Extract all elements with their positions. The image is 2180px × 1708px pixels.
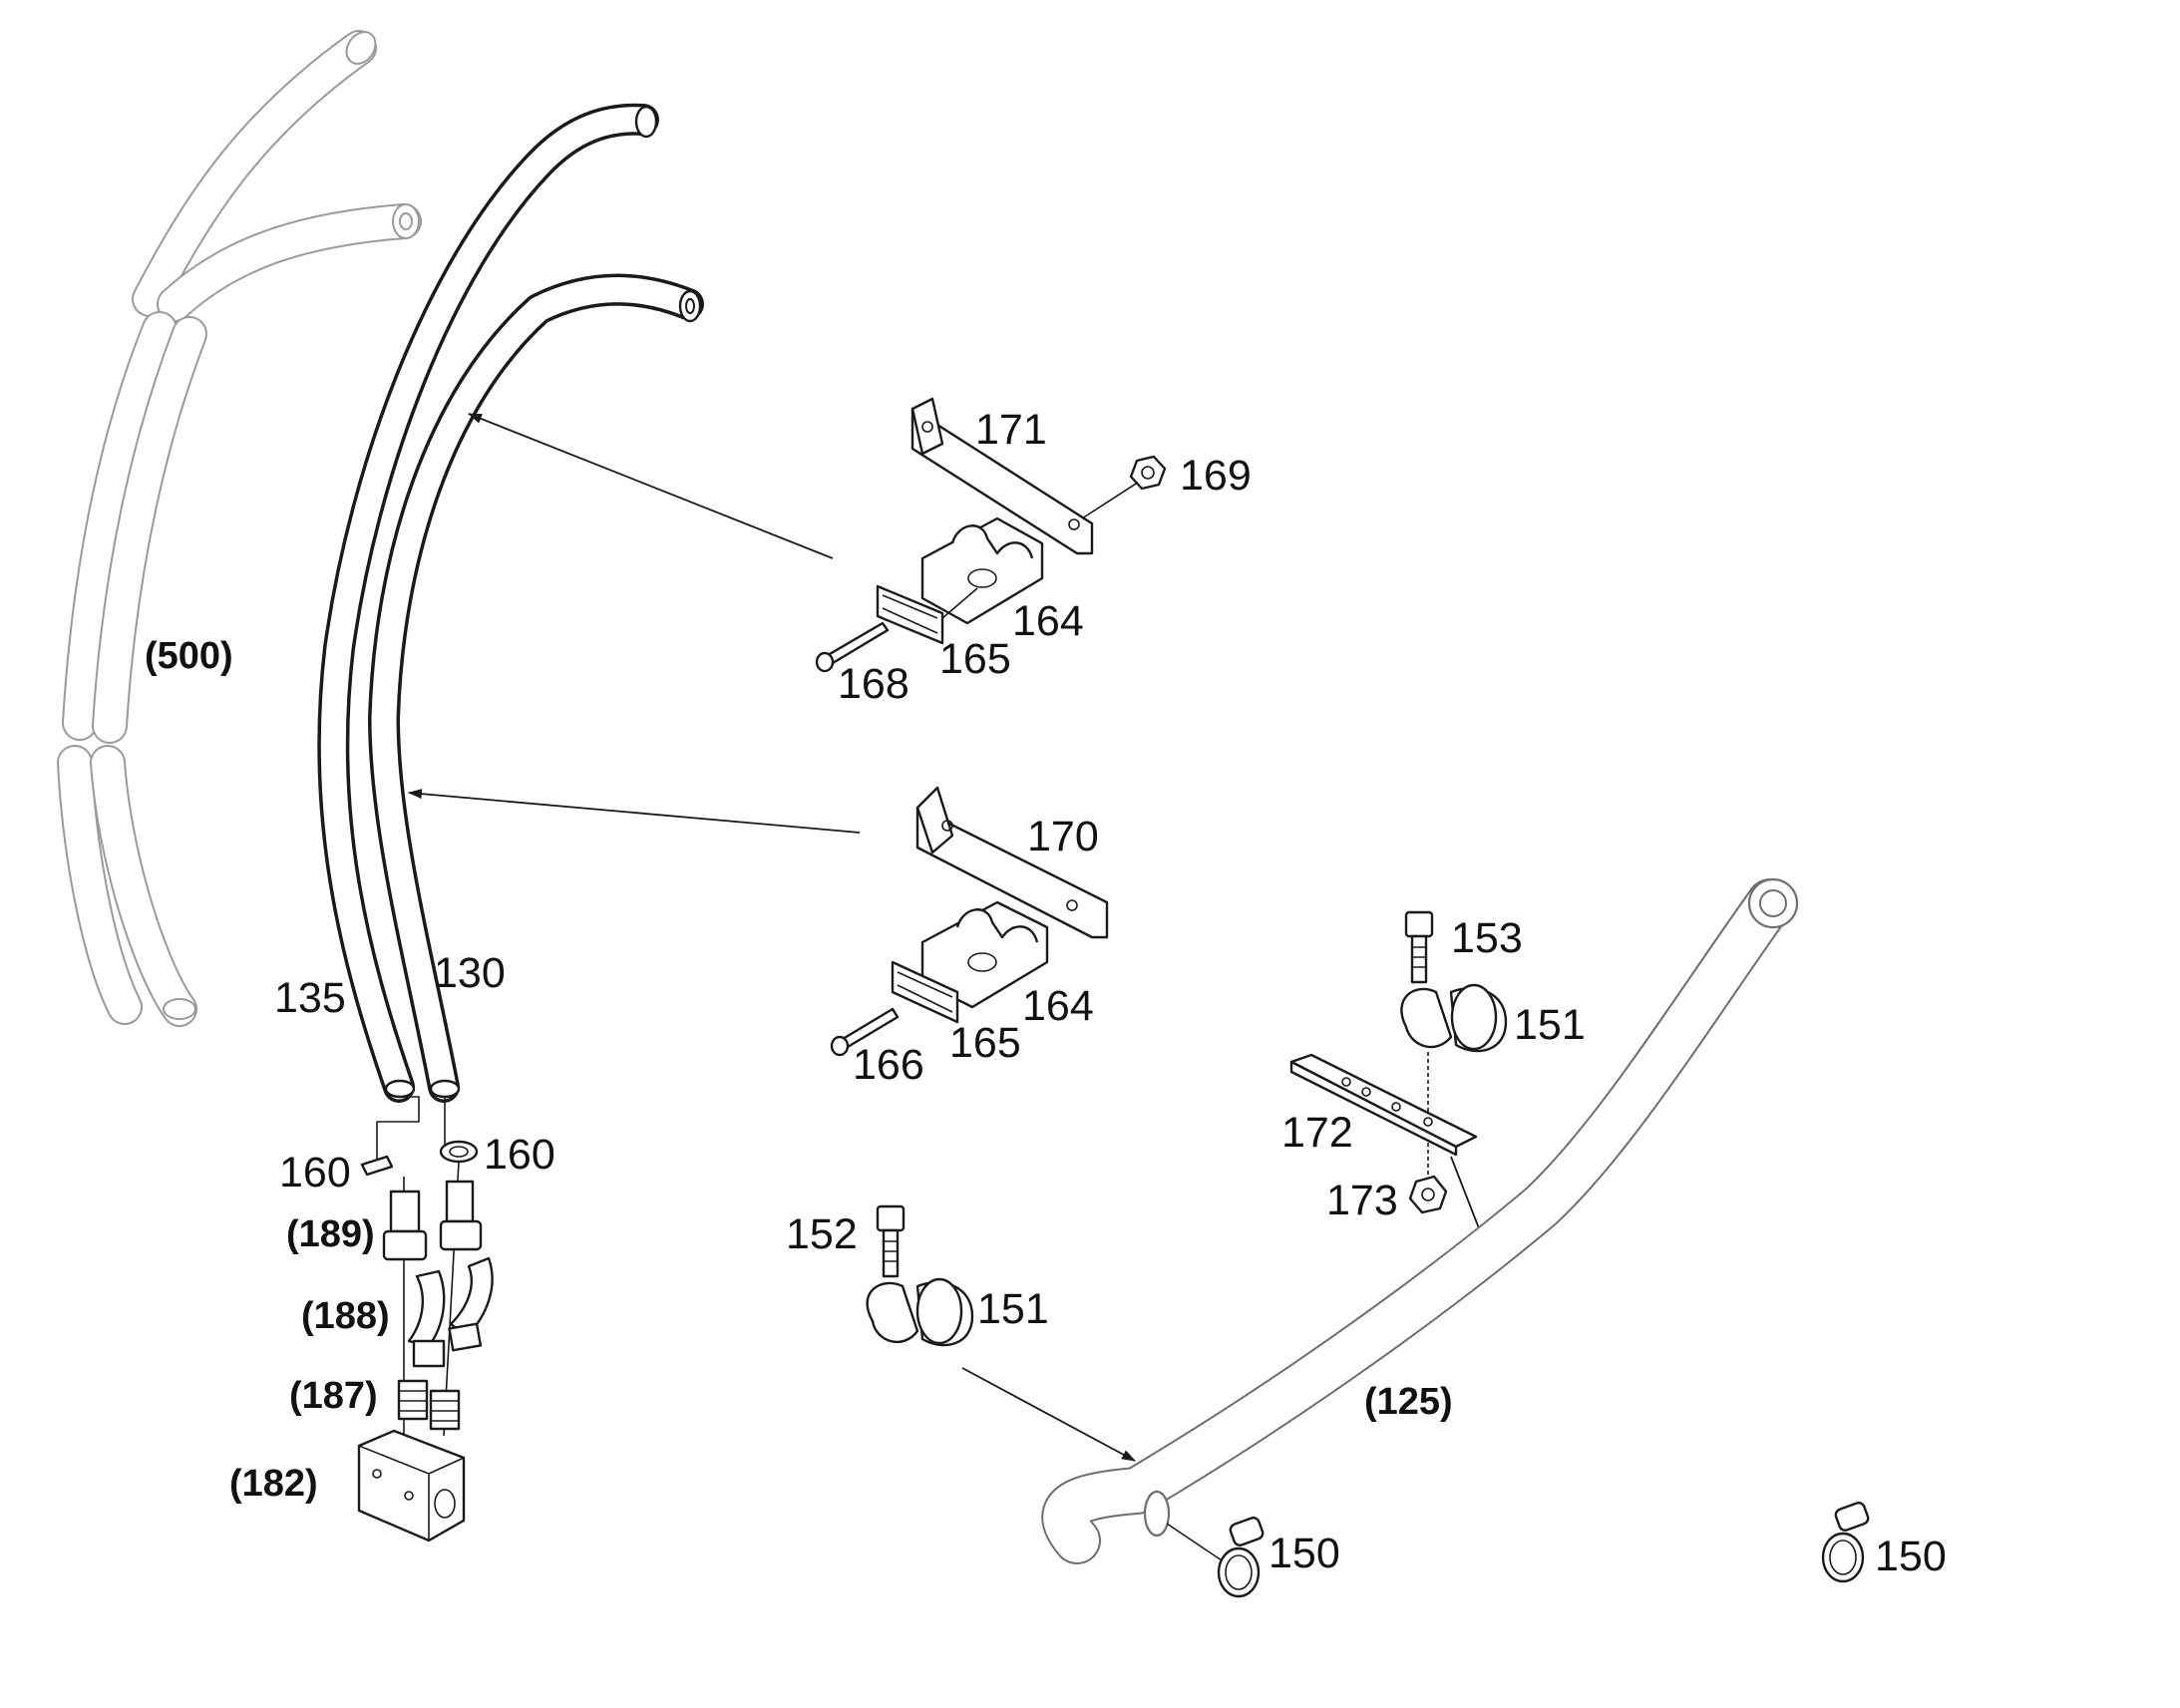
label-150-left: 150 bbox=[1269, 1530, 1340, 1577]
label-188: (188) bbox=[301, 1295, 390, 1337]
label-187: (187) bbox=[289, 1375, 378, 1417]
adapter-189-right bbox=[439, 1180, 483, 1251]
nipple-187-left bbox=[397, 1379, 429, 1421]
label-151-lower: 151 bbox=[977, 1285, 1049, 1333]
label-168: 168 bbox=[838, 660, 909, 708]
label-164-lower: 164 bbox=[1022, 982, 1094, 1030]
bracket-170 bbox=[915, 786, 1109, 939]
plate-172 bbox=[1289, 1053, 1478, 1157]
label-135: 135 bbox=[274, 974, 346, 1022]
clip-151-upper bbox=[1400, 983, 1508, 1053]
label-152: 152 bbox=[786, 1210, 858, 1258]
arrow-clip-151 bbox=[961, 1367, 1136, 1462]
label-130: 130 bbox=[434, 949, 506, 997]
hose-clamp-150-left bbox=[1217, 1517, 1265, 1598]
screw-168 bbox=[815, 621, 890, 673]
arrow-upper-clamp bbox=[468, 413, 834, 559]
clip-151-lower bbox=[866, 1277, 974, 1347]
label-500: (500) bbox=[145, 635, 233, 677]
label-166: 166 bbox=[853, 1041, 924, 1089]
label-170: 170 bbox=[1027, 813, 1099, 860]
ferrule-160-right bbox=[439, 1140, 479, 1164]
cover-plate-165-lower bbox=[891, 960, 959, 1024]
hose-clamp-150-right bbox=[1821, 1502, 1870, 1583]
fitting-stack bbox=[357, 1096, 494, 1542]
label-125: (125) bbox=[1364, 1381, 1453, 1423]
nut-169 bbox=[1129, 455, 1167, 491]
label-164-upper: 164 bbox=[1012, 597, 1084, 645]
screw-153 bbox=[1404, 910, 1434, 984]
screw-166 bbox=[830, 1007, 900, 1057]
label-171: 171 bbox=[975, 406, 1047, 454]
label-182: (182) bbox=[229, 1463, 318, 1505]
cover-plate-165-upper bbox=[876, 584, 944, 645]
elbow-188-left bbox=[407, 1269, 446, 1368]
label-160-left: 160 bbox=[279, 1149, 351, 1196]
ferrule-160-left bbox=[360, 1155, 394, 1177]
label-150-right: 150 bbox=[1875, 1533, 1947, 1580]
label-160-right: 160 bbox=[484, 1131, 555, 1179]
label-172: 172 bbox=[1281, 1109, 1353, 1157]
label-189: (189) bbox=[286, 1213, 375, 1255]
adapter-189-left bbox=[382, 1190, 428, 1261]
label-151-upper: 151 bbox=[1514, 1001, 1586, 1049]
leader-165-upper bbox=[941, 587, 978, 619]
manifold-block-182 bbox=[357, 1429, 466, 1542]
clamp-half-164-lower bbox=[920, 900, 1049, 1009]
arrow-middle-clamp bbox=[408, 789, 861, 834]
bracket-171 bbox=[910, 397, 1094, 555]
label-153: 153 bbox=[1451, 914, 1523, 962]
label-165-upper: 165 bbox=[939, 635, 1011, 683]
label-173: 173 bbox=[1326, 1177, 1398, 1224]
pipe-125 bbox=[1041, 877, 1799, 1564]
screw-152 bbox=[876, 1204, 906, 1278]
hose-135 bbox=[317, 103, 659, 1103]
label-169: 169 bbox=[1180, 452, 1252, 500]
ghost-hose-assembly-500 bbox=[57, 30, 422, 1027]
hose-130 bbox=[368, 273, 704, 1103]
nipple-187-right bbox=[429, 1389, 461, 1431]
clamp-half-164-upper bbox=[920, 516, 1044, 625]
label-165-lower: 165 bbox=[949, 1019, 1021, 1067]
nut-173 bbox=[1408, 1175, 1448, 1214]
elbow-188-right bbox=[448, 1256, 494, 1352]
leader-150-left bbox=[1166, 1523, 1223, 1561]
